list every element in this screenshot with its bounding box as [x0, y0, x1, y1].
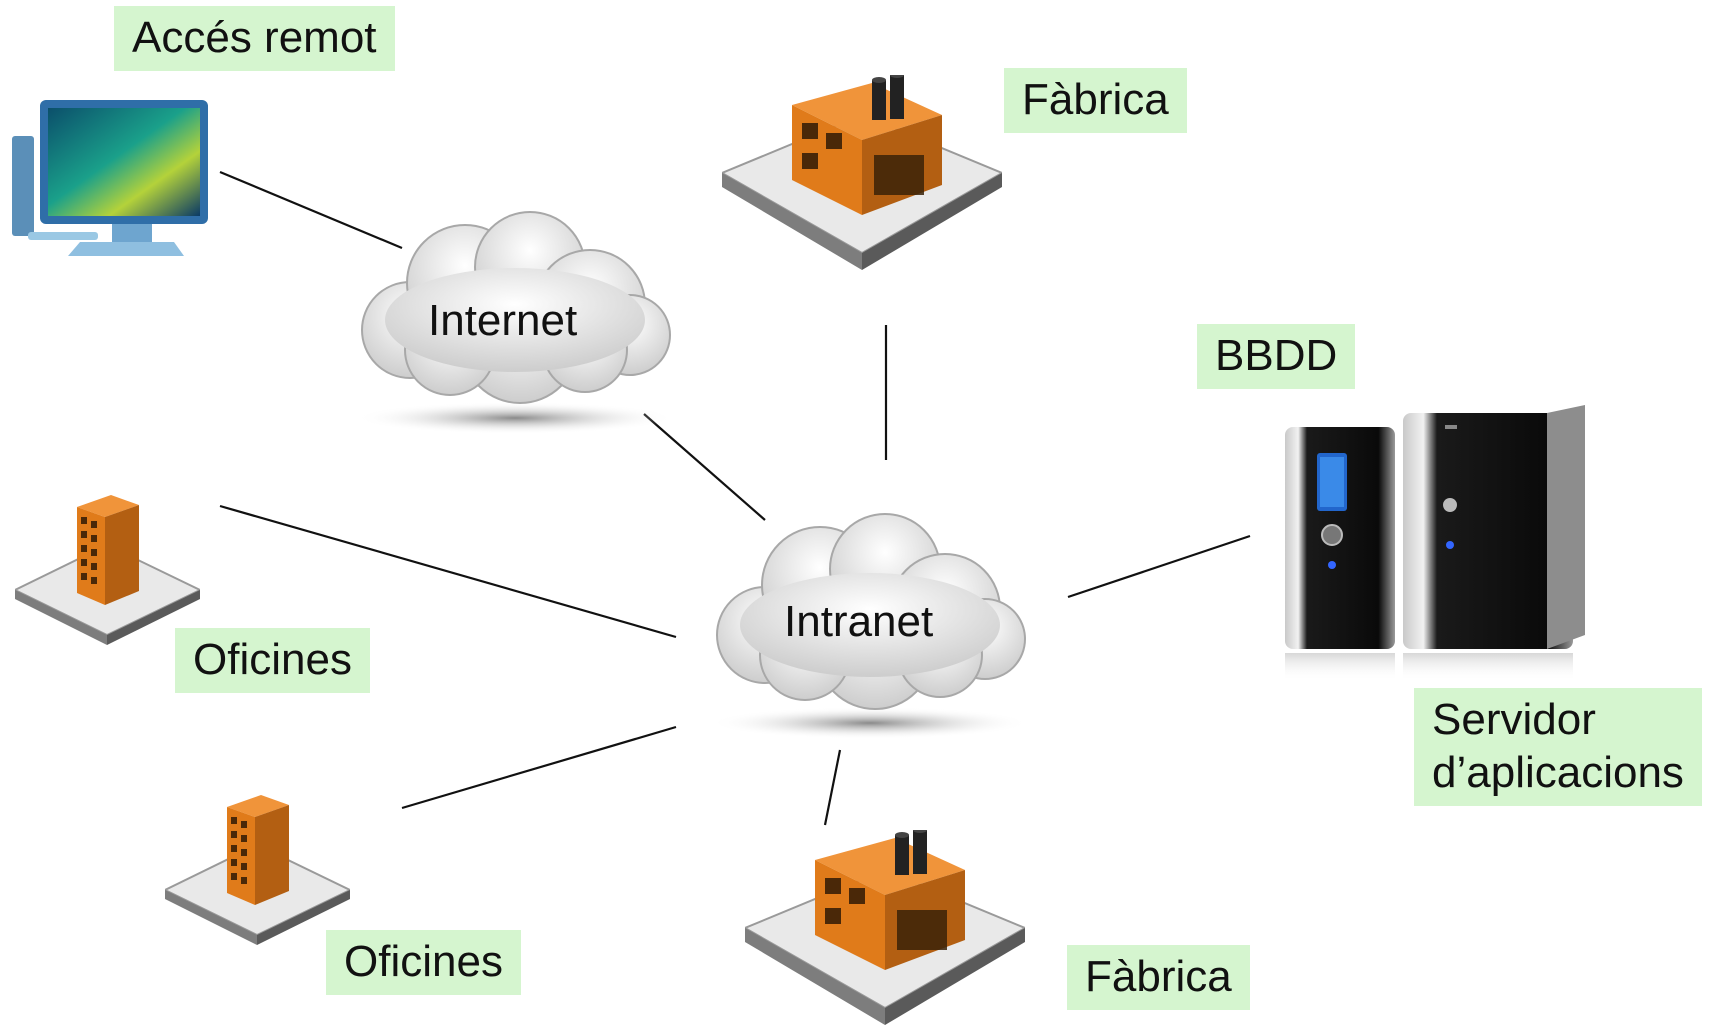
offices-upper-label: Oficines — [175, 628, 370, 693]
database-label: BBDD — [1197, 324, 1356, 389]
office-building-icon — [165, 795, 350, 945]
line-internet-intranet — [643, 413, 766, 521]
internet-cloud-icon — [355, 211, 675, 434]
factory-icon — [722, 75, 1002, 270]
computer-icon — [12, 100, 208, 256]
line-server-intranet — [1067, 534, 1251, 599]
line-offices-lower-intranet — [401, 725, 677, 810]
intranet-cloud-icon — [710, 513, 1030, 739]
line-factory-bottom-intranet — [823, 749, 842, 826]
line-offices-upper-intranet — [219, 504, 677, 639]
offices-lower-label: Oficines — [326, 930, 521, 995]
server-icon — [1285, 405, 1585, 681]
app-server-label-line2: d’aplicacions — [1432, 747, 1684, 797]
office-building-icon — [15, 495, 200, 645]
line-remote-internet — [219, 170, 403, 250]
intranet-label: Intranet — [784, 597, 934, 646]
internet-label: Internet — [428, 296, 578, 345]
app-server-label-line1: Servidor — [1432, 695, 1596, 744]
factory-icon — [745, 830, 1025, 1025]
remote-access-label: Accés remot — [114, 6, 395, 71]
app-server-label: Servidor d’aplicacions — [1414, 688, 1702, 806]
factory-top-label: Fàbrica — [1004, 68, 1187, 133]
factory-bottom-label: Fàbrica — [1067, 945, 1250, 1010]
